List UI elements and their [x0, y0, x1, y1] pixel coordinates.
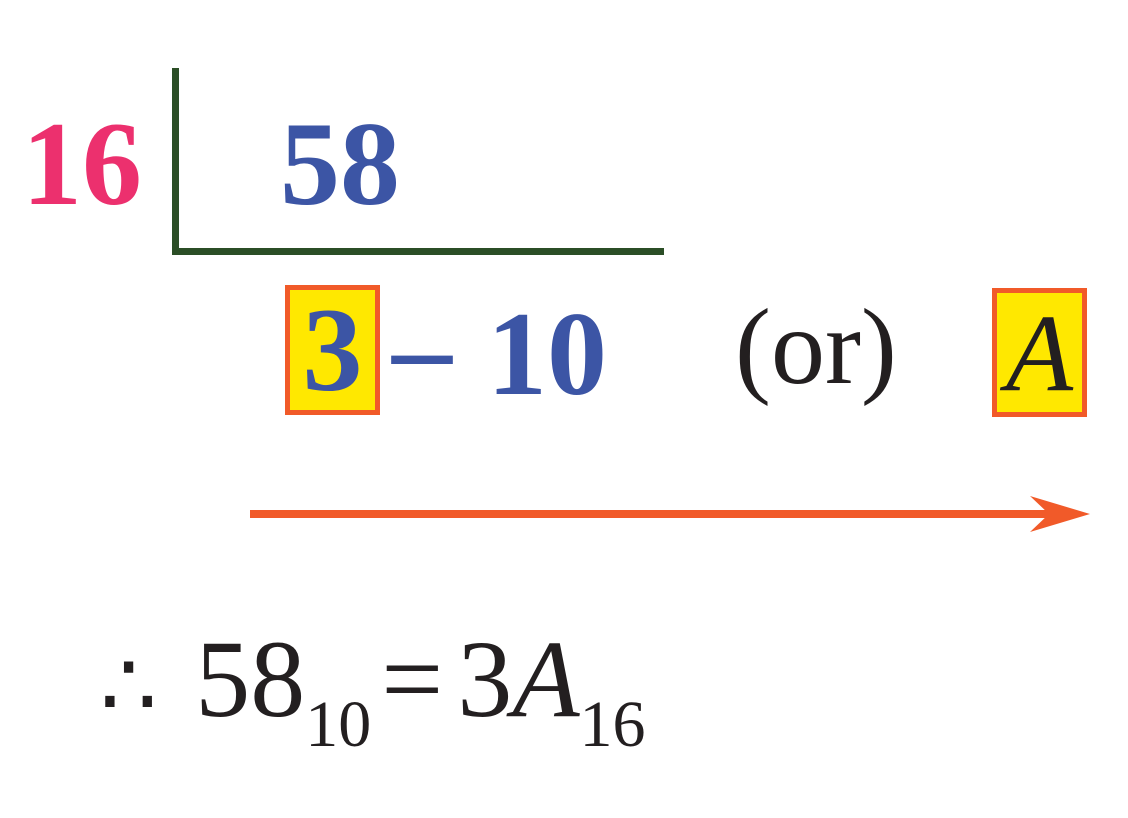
remainder-value: 10 — [487, 287, 607, 420]
divisor-16: 16 — [22, 97, 142, 230]
hex-digit-value: A — [1005, 291, 1074, 414]
hex-letter: A — [512, 618, 580, 740]
dividend-58: 58 — [280, 97, 400, 230]
conclusion-formula: ∴ 58 10 = 3 A 16 — [100, 618, 646, 757]
minus-separator: – — [392, 281, 452, 414]
or-label: (or) — [735, 288, 897, 407]
therefore-symbol: ∴ — [100, 637, 158, 736]
division-bracket-horizontal-line — [172, 248, 664, 255]
division-bracket-vertical-line — [172, 68, 179, 255]
hex-digit-highlight-box: A — [992, 288, 1087, 417]
decimal-number: 58 — [195, 618, 306, 740]
quotient-highlight-box: 3 — [285, 285, 380, 415]
hex-number: 3 — [457, 618, 513, 740]
equals-sign: = — [381, 618, 444, 740]
right-arrow-icon — [250, 496, 1090, 532]
quotient-value: 3 — [302, 283, 363, 416]
decimal-base-subscript: 10 — [305, 687, 372, 761]
right-arrow — [250, 494, 1090, 534]
hex-base-subscript: 16 — [579, 687, 646, 761]
